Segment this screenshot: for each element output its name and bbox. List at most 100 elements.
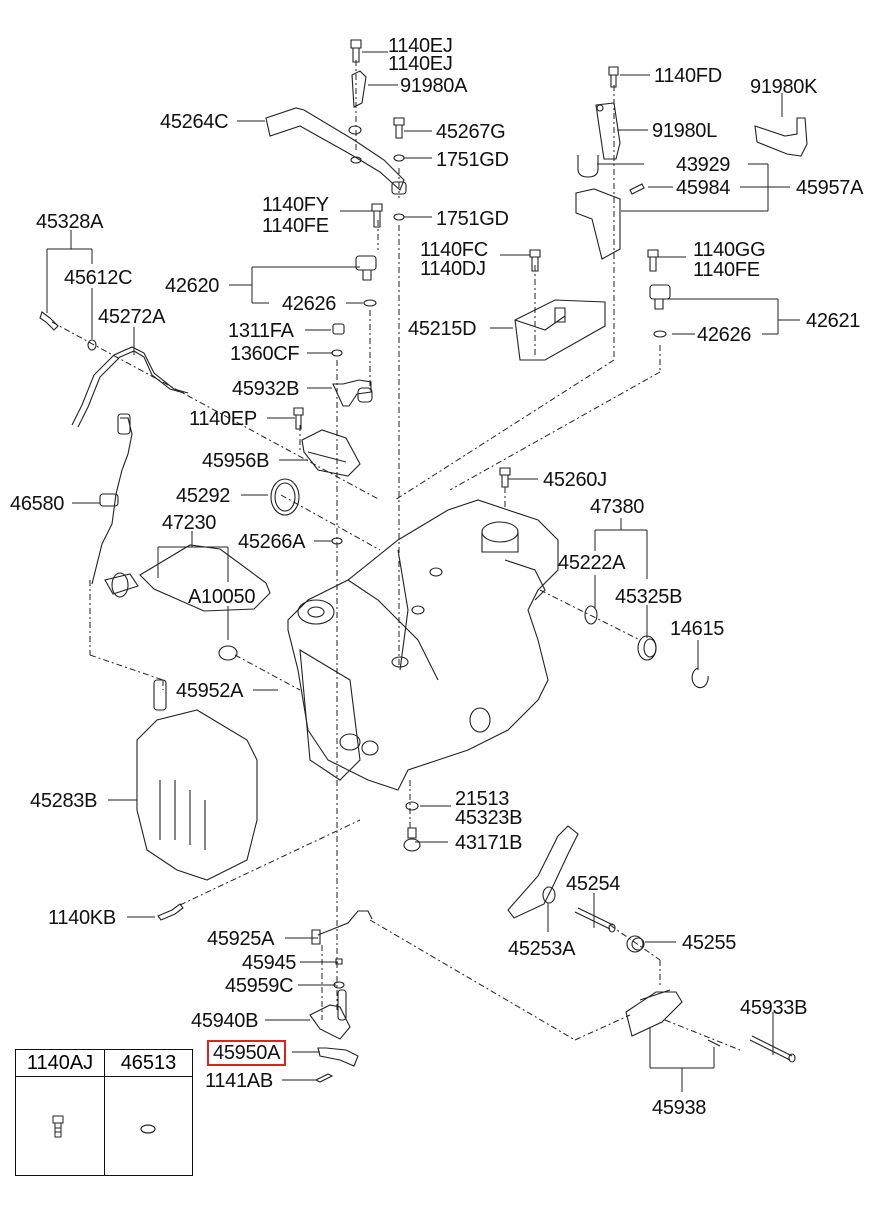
filter-47230: [105, 545, 270, 611]
table-header-col1[interactable]: 1140AJ: [16, 1050, 105, 1077]
part-label[interactable]: 45945: [242, 952, 297, 974]
bolt-icon: [351, 40, 361, 62]
part-label[interactable]: 42620: [165, 275, 220, 297]
part-label[interactable]: 45957A: [796, 177, 864, 199]
part-label[interactable]: 47230: [162, 512, 217, 534]
transaxle-case: [288, 500, 558, 790]
part-label[interactable]: 45328A: [36, 211, 104, 233]
part-label[interactable]: 1311FA: [228, 320, 294, 342]
part-label[interactable]: 45260J: [543, 469, 607, 491]
part-label[interactable]: 45267G: [436, 121, 506, 143]
part-label[interactable]: 45272A: [98, 306, 166, 328]
part-label[interactable]: 1140KB: [48, 907, 116, 929]
bolt-icon: [49, 1114, 69, 1144]
bolt-icon: [40, 312, 58, 330]
dipstick-46580: [92, 414, 132, 584]
part-label[interactable]: 45612C: [64, 267, 133, 289]
washer-icon: [336, 959, 342, 964]
part-label[interactable]: 45253A: [508, 938, 576, 960]
part-label[interactable]: 45959C: [225, 975, 294, 997]
lever-45253A: [508, 826, 578, 918]
common-parts-table: 1140AJ 46513: [15, 1049, 193, 1176]
part-label[interactable]: 1140FE: [262, 215, 329, 237]
part-label[interactable]: 45956B: [202, 450, 270, 472]
pin-45254: [575, 908, 615, 932]
part-label[interactable]: 45933B: [740, 997, 808, 1019]
drain-plug-43171B: [404, 828, 420, 851]
part-label[interactable]: 45266A: [238, 531, 306, 553]
part-label[interactable]: 45255: [682, 932, 737, 954]
part-label[interactable]: 1140EP: [189, 408, 257, 430]
part-label[interactable]: 45215D: [408, 318, 477, 340]
part-label[interactable]: 21513: [455, 788, 510, 810]
lever-45940B: [310, 990, 350, 1039]
part-label[interactable]: A10050: [188, 586, 256, 608]
part-label[interactable]: 1140FY: [262, 194, 329, 216]
part-label[interactable]: 1140EJ: [388, 35, 453, 57]
table-header-col2[interactable]: 46513: [105, 1050, 192, 1077]
washer-icon: [332, 538, 342, 544]
part-label[interactable]: 1140FE: [693, 259, 760, 281]
washer-icon: [394, 155, 404, 161]
pin-45933B: [750, 1036, 795, 1062]
part-label[interactable]: 45984: [676, 177, 731, 199]
washer-icon: [332, 350, 342, 356]
switch-45956B: [302, 430, 360, 476]
oil-pan-45283B: [137, 680, 257, 880]
part-label[interactable]: 1140EJ: [388, 53, 453, 75]
part-label[interactable]: 91980A: [400, 75, 468, 97]
bracket-91980A: [352, 71, 366, 107]
nut-icon: [392, 182, 406, 194]
part-label[interactable]: 91980L: [652, 120, 717, 142]
part-label[interactable]: 45940B: [191, 1010, 259, 1032]
part-label[interactable]: 1751GD: [436, 149, 509, 171]
part-label[interactable]: 1141AB: [205, 1070, 273, 1092]
bolt-icon: [500, 468, 510, 487]
part-label[interactable]: 45222A: [558, 552, 626, 574]
part-label[interactable]: 1140GG: [693, 239, 766, 261]
bracket-45215D: [515, 300, 605, 360]
part-label[interactable]: 45325B: [615, 586, 683, 608]
part-label[interactable]: 42621: [806, 310, 861, 332]
highlighted-part-label[interactable]: 45950A: [207, 1040, 287, 1066]
part-label[interactable]: 1751GD: [436, 208, 509, 230]
part-label[interactable]: 14615: [670, 618, 725, 640]
bolt-icon: [316, 1074, 332, 1082]
bolt-icon: [648, 250, 658, 271]
part-label[interactable]: 1140FD: [654, 65, 722, 87]
washer-icon: [334, 982, 344, 988]
part-label[interactable]: 43929: [676, 154, 731, 176]
part-label[interactable]: 91980K: [750, 76, 818, 98]
part-label[interactable]: 45932B: [232, 378, 300, 400]
part-label[interactable]: 1360CF: [230, 343, 300, 365]
bolt-icon: [294, 408, 303, 429]
part-label[interactable]: 45323B: [455, 807, 523, 829]
lever-45932B: [333, 380, 372, 406]
part-label[interactable]: 45264C: [160, 111, 229, 133]
assembly-lines: [52, 60, 740, 1050]
nut-icon: [333, 324, 344, 334]
part-label[interactable]: 42626: [697, 324, 752, 346]
part-label[interactable]: 45952A: [176, 680, 244, 702]
part-label[interactable]: 43171B: [455, 832, 523, 854]
part-label[interactable]: 46580: [10, 493, 65, 515]
bolt-icon: [630, 184, 644, 194]
part-label[interactable]: 45292: [176, 485, 231, 507]
part-label[interactable]: 45925A: [207, 928, 275, 950]
part-label[interactable]: 47380: [590, 496, 645, 518]
part-label[interactable]: 45254: [566, 873, 621, 895]
part-label[interactable]: 45283B: [30, 790, 98, 812]
cotter-pin: [708, 1040, 720, 1046]
washer-icon: [138, 1122, 158, 1136]
washer-icon: [364, 300, 376, 306]
bracket-91980K: [755, 118, 807, 156]
part-label[interactable]: 45938: [652, 1097, 707, 1119]
part-shapes: [40, 40, 807, 1082]
spring-45255: [627, 936, 644, 952]
part-label[interactable]: 42626: [282, 293, 337, 315]
snap-ring-14615: [692, 668, 708, 688]
table-divider: [104, 1050, 105, 1175]
part-label[interactable]: 1140DJ: [420, 258, 486, 280]
part-label[interactable]: 1140FC: [420, 239, 488, 261]
